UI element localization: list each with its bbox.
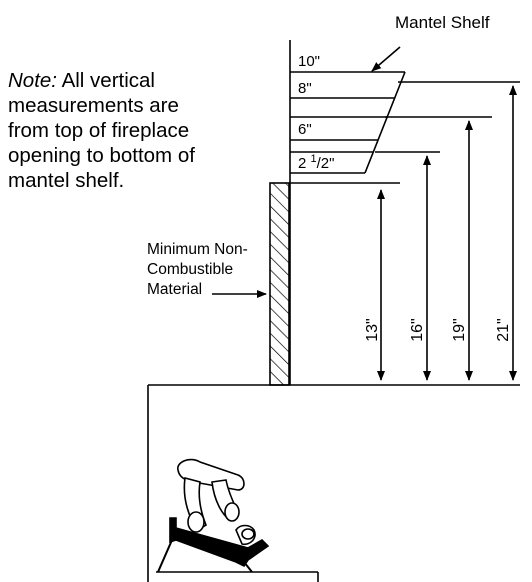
fireplace-outline [147, 384, 319, 582]
mantel-shelf-label: Mantel Shelf [395, 13, 490, 32]
fireplace-grate-icon [157, 458, 270, 573]
note-text: Note: All vertical measurements are from… [8, 68, 218, 193]
depth-label-6: 6" [298, 121, 312, 138]
mantel-shelf-pointer [371, 46, 401, 72]
depth-label-8: 8" [298, 80, 312, 97]
height-label-21: 21" [495, 318, 512, 341]
note-prefix: Note: [8, 69, 57, 92]
height-label-16: 16" [409, 318, 426, 341]
dimension-arrow-icon [377, 85, 517, 381]
height-label-19: 19" [451, 318, 468, 341]
material-label-line3: Material [147, 281, 203, 298]
material-label-line2: Combustible [147, 261, 234, 278]
depth-label-10: 10" [298, 53, 320, 70]
material-label-line1: Minimum Non- [147, 241, 248, 258]
height-label-13: 13" [364, 318, 381, 341]
extension-lines [296, 81, 520, 386]
shelf-depth-lines [290, 71, 406, 184]
note-body: All vertical measurements are from top o… [8, 69, 195, 192]
material-label: Minimum Non- Combustible Material [147, 240, 277, 300]
depth-label-2-5: 2 1/2" [298, 153, 334, 172]
